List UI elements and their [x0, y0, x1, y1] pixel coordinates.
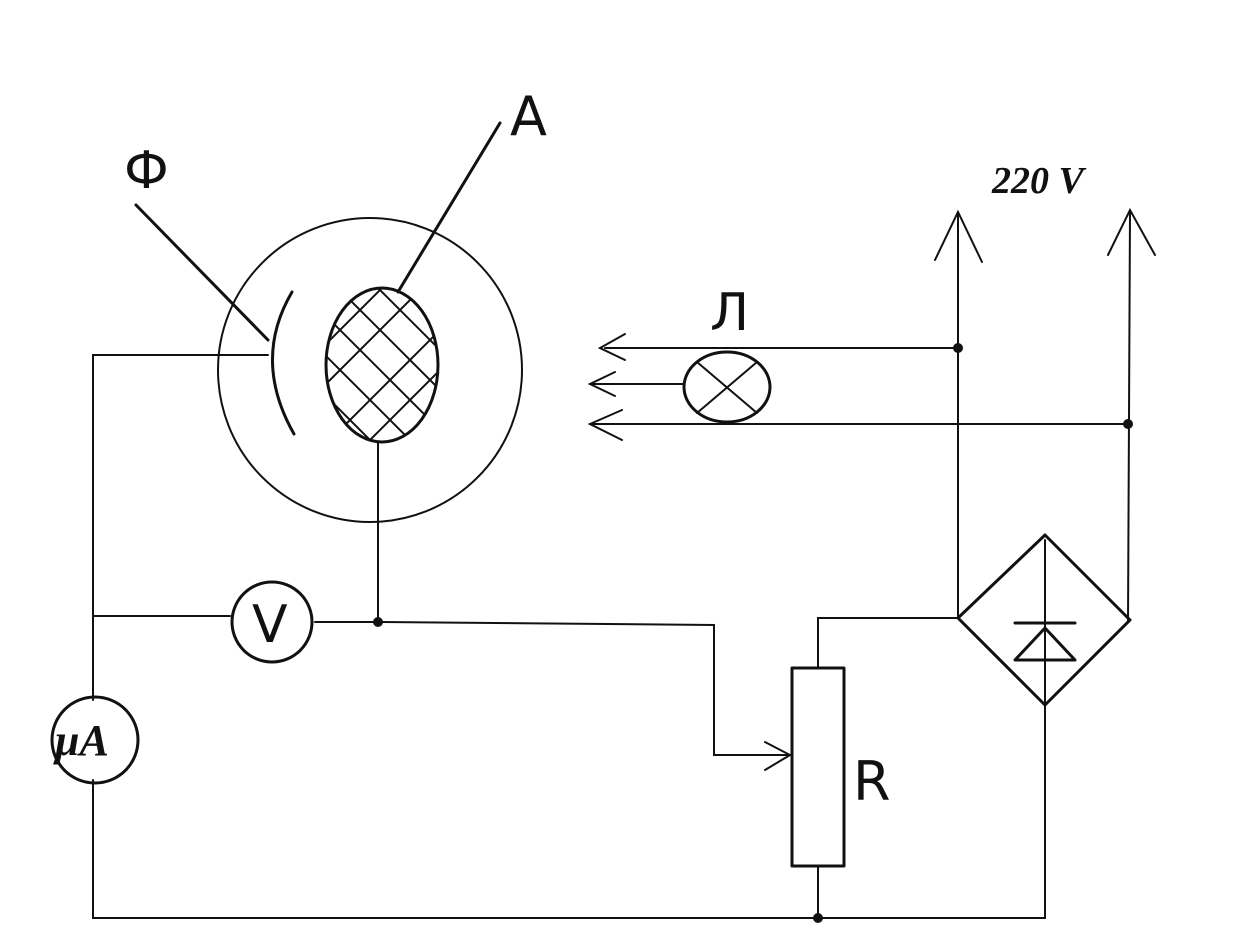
label-lamp: Л	[710, 283, 749, 343]
wires	[92, 207, 1156, 919]
junctions	[373, 343, 1133, 923]
label-voltage: 220 V	[991, 160, 1087, 202]
microammeter: μA	[50, 695, 140, 785]
photocathode-leader	[134, 203, 270, 342]
microammeter-label: μA	[53, 716, 109, 765]
voltmeter: V	[230, 580, 314, 664]
photocell	[134, 121, 523, 523]
label-photocathode: Ф	[124, 141, 169, 201]
lamp	[682, 350, 772, 424]
label-anode: А	[510, 85, 547, 148]
photocell-bulb	[217, 217, 523, 523]
anode-mesh	[324, 286, 440, 444]
potentiometer	[764, 666, 846, 868]
bridge-rectifier	[956, 533, 1132, 707]
anode-leader	[396, 121, 502, 294]
label-resistor: R	[853, 750, 891, 813]
photocathode	[271, 290, 296, 436]
voltmeter-label: V	[252, 595, 288, 655]
light-rays	[587, 333, 684, 441]
